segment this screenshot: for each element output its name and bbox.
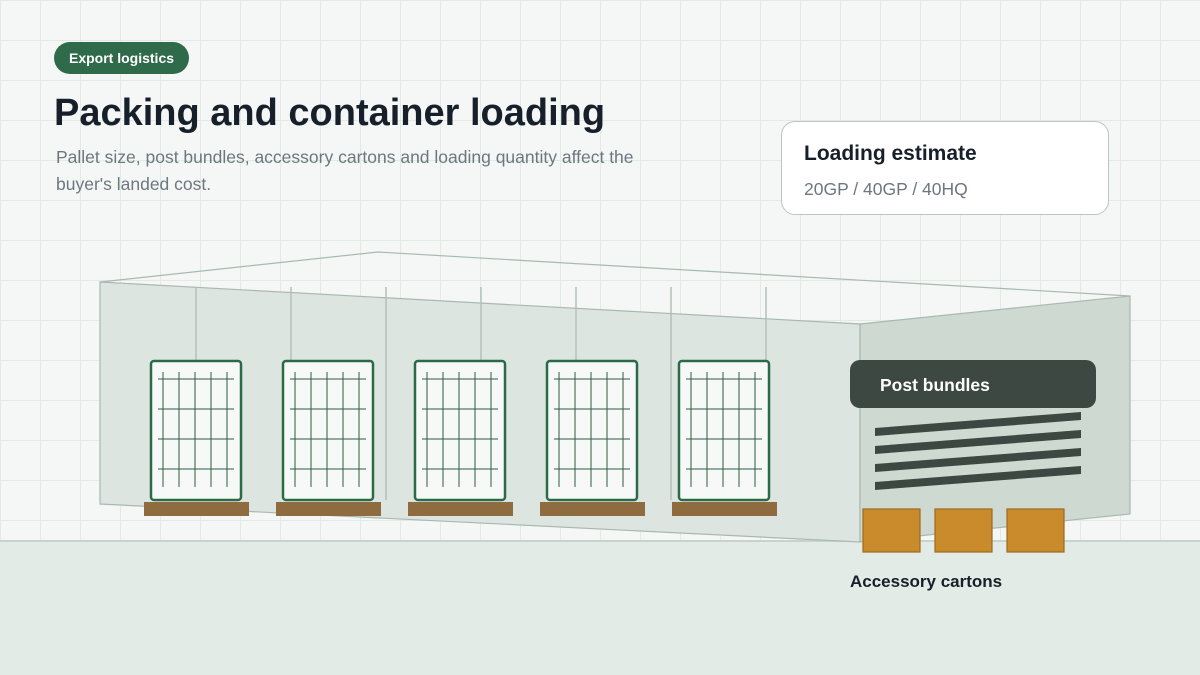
carton-group (862, 508, 1065, 553)
panel-frame (413, 359, 507, 502)
container-ribs (195, 287, 767, 500)
post-bundles-label-box (850, 360, 1096, 408)
fence-panel (144, 359, 249, 516)
loading-estimate-title: Loading estimate (804, 142, 977, 165)
fence-panel (408, 359, 513, 516)
post-bundles-label: Post bundles (880, 375, 990, 395)
panel-frame (281, 359, 375, 502)
panel-frame (677, 359, 771, 502)
fence-panel (672, 359, 777, 516)
fence-panel (276, 359, 381, 516)
pallet (408, 502, 513, 516)
post-bundle (875, 466, 1081, 490)
page-title: Packing and container loading (54, 92, 606, 134)
category-badge: Export logistics (54, 42, 190, 74)
post-bundle (875, 430, 1081, 454)
pallet (672, 502, 777, 516)
post-bundle-group (875, 412, 1081, 490)
floor (0, 541, 1200, 675)
accessory-carton (862, 508, 921, 553)
container-roof (99, 251, 1131, 297)
page-subtitle: Pallet size, post bundles, accessory car… (56, 147, 634, 194)
panel-frame (149, 359, 243, 502)
fence-panel-group (144, 359, 777, 516)
loading-estimate-value: 20GP / 40GP / 40HQ (804, 179, 968, 199)
pallet (276, 502, 381, 516)
pallet (540, 502, 645, 516)
loading-estimate-card: Loading estimate 20GP / 40GP / 40HQ (781, 121, 1109, 215)
pallet (144, 502, 249, 516)
panel-frame (545, 359, 639, 502)
post-bundle (875, 412, 1081, 436)
post-bundle (875, 448, 1081, 472)
accessory-carton (934, 508, 993, 553)
cartons-label: Accessory cartons (850, 572, 1002, 591)
fence-panel (540, 359, 645, 516)
accessory-carton (1006, 508, 1065, 553)
